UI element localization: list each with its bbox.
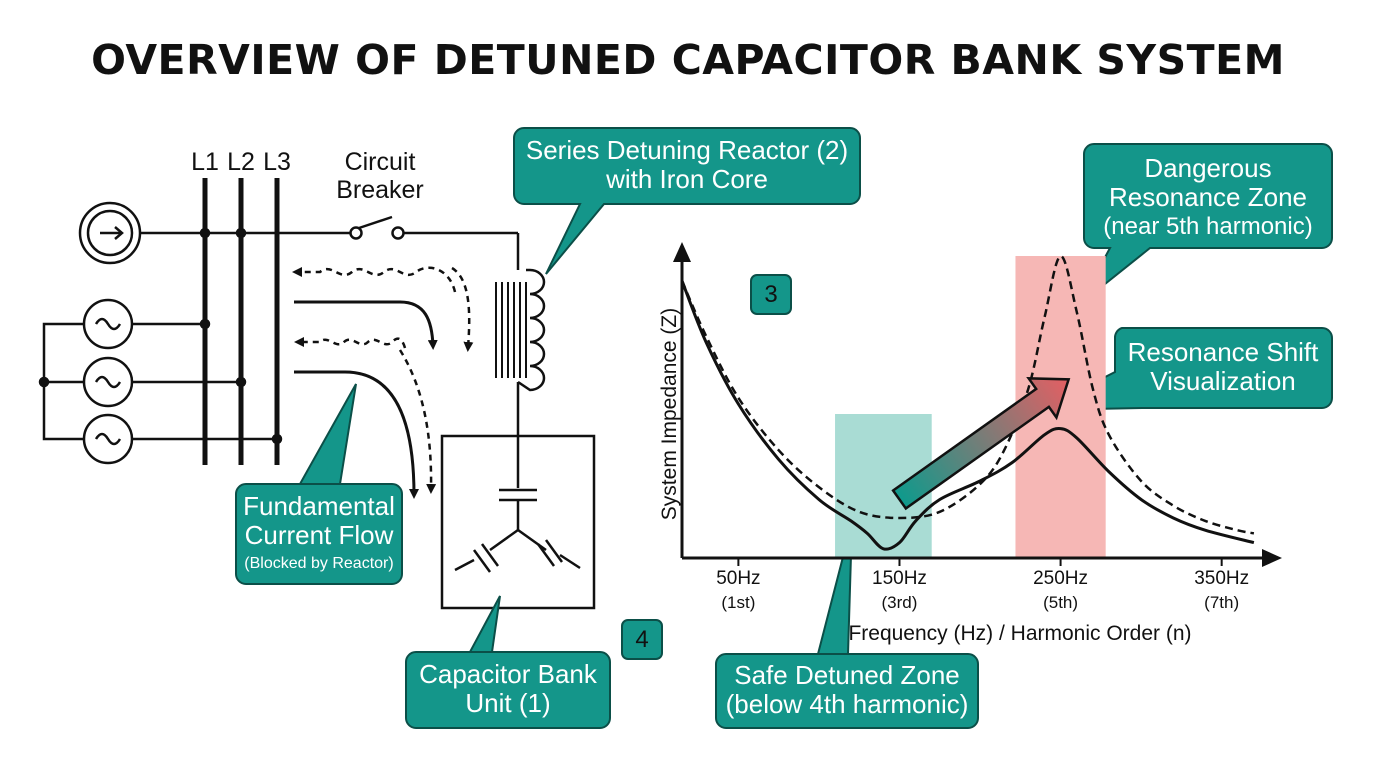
badge-3 (750, 274, 792, 315)
x-tick-label: 350Hz(7th) (1194, 568, 1250, 612)
series-line-detuned (680, 280, 1255, 551)
ac-source-icon-2 (82, 356, 134, 408)
callout-capacitor-bank-text: Capacitor Bank Unit (1) (419, 659, 597, 718)
x-tick-label: 50Hz(1st) (716, 568, 761, 612)
callout-shapes (235, 127, 1333, 729)
y-axis-arrow (673, 242, 691, 262)
phase-label-l3: L3 (263, 148, 291, 176)
x-tick-label: 150Hz(3rd) (872, 568, 927, 612)
breaker-label: Circuit Breaker (336, 148, 424, 204)
callout-danger-text: Dangerous Resonance Zone (near 5th harmo… (1103, 153, 1313, 241)
callout-reactor-text: Series Detuning Reactor (2) with Iron Co… (525, 135, 849, 194)
dc-source-icon (78, 201, 142, 265)
callout-safe-zone-text: Safe Detuned Zone (below 4th harmonic) (725, 660, 969, 719)
x-axis-arrow (1262, 549, 1282, 567)
circuit-breaker-icon (349, 215, 405, 240)
current-flow-arrows (292, 266, 474, 499)
callout-danger (1079, 143, 1333, 305)
capacitor-icon (454, 488, 581, 573)
three-phase-circuit (38, 178, 596, 610)
reactor-coil-icon (495, 268, 546, 392)
diagram-title: OVERVIEW OF DETUNED CAPACITOR BANK SYSTE… (91, 36, 1285, 84)
callout-reactor (513, 127, 861, 275)
x-tick-label: 250Hz(5th) (1033, 568, 1089, 612)
phase-label-l1: L1 (191, 148, 219, 176)
badge-4-text: 4 (635, 626, 649, 653)
x-axis-label: Frequency (Hz) / Harmonic Order (n) (848, 622, 1192, 645)
callout-safe-zone (715, 521, 979, 729)
impedance-chart (673, 242, 1282, 567)
series-line-original (680, 254, 1255, 535)
y-axis-label: System Impedance (Z) (658, 307, 681, 521)
callout-fundamental (235, 383, 403, 585)
callout-fundamental-text: Fundamental Current Flow (Blocked by Rea… (243, 491, 395, 573)
callout-shift (1039, 327, 1333, 411)
badge-4 (621, 619, 663, 660)
callout-shift-text: Resonance Shift Visualization (1127, 337, 1319, 396)
callout-capacitor-bank (405, 595, 611, 729)
ac-source-icon-3 (82, 413, 134, 465)
ac-source-icon-1 (82, 298, 134, 350)
resonance-shift-arrow (891, 377, 1071, 511)
phase-label-l2: L2 (227, 148, 255, 176)
badge-3-text: 3 (764, 281, 778, 308)
